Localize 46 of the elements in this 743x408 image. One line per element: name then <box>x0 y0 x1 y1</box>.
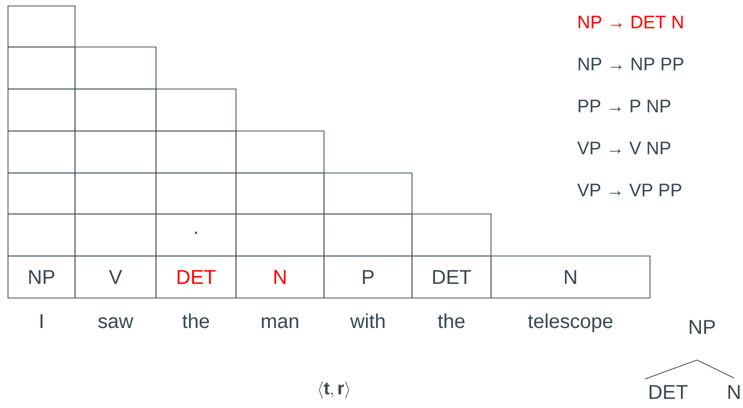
chart-cell <box>8 214 76 256</box>
word: I <box>40 314 42 328</box>
chart-cell <box>236 214 324 256</box>
tree-label: NP <box>690 320 715 334</box>
grammar-rule: VP → VP PP <box>577 184 682 196</box>
word: the <box>438 314 464 328</box>
chart-cell <box>8 6 76 48</box>
tree-branch <box>696 360 734 378</box>
tree-branch <box>644 360 698 380</box>
chart-cell <box>8 172 76 214</box>
tag-cell: N <box>490 256 650 298</box>
grammar-rule: PP → P NP <box>578 100 670 112</box>
chart-cell <box>156 172 236 214</box>
word: with <box>350 314 384 328</box>
tree-label: N <box>728 385 740 399</box>
chart-cell <box>236 172 324 214</box>
word: telescope <box>528 314 612 332</box>
tree-label: DET <box>650 385 688 399</box>
grammar-rule: NP → NP PP <box>578 58 684 70</box>
word: the <box>182 314 209 328</box>
grammar-rule: NP → DET N <box>578 16 683 28</box>
chart-cell <box>74 130 156 174</box>
chart-cell <box>8 46 76 90</box>
chart-cell <box>324 172 412 214</box>
tag-cell: V <box>74 256 156 298</box>
chart-cell <box>74 214 156 256</box>
word: saw <box>98 317 134 328</box>
chart-cell <box>156 130 236 174</box>
chart-cell <box>74 88 156 132</box>
chart-cell <box>412 214 492 256</box>
chart-cell <box>324 214 412 256</box>
chart-cell <box>8 130 76 174</box>
tag-cell: P <box>324 256 412 298</box>
chart-cell <box>156 88 236 132</box>
tag-cell: DET <box>156 256 236 298</box>
grammar-rule: VP → V NP <box>577 142 670 154</box>
chart-cell <box>74 46 156 90</box>
chart-cell <box>74 172 156 214</box>
tag-cell: DET <box>412 256 492 298</box>
chart-cell <box>8 88 76 132</box>
tag-cell: NP <box>8 256 76 298</box>
chart-cell: · <box>156 214 236 256</box>
tag-cell: N <box>236 256 324 298</box>
formula: $\langle \mathbf{t}, \mathbf{r} \rangle$ <box>318 381 350 399</box>
chart-cell <box>236 130 324 174</box>
word: man <box>262 317 298 328</box>
